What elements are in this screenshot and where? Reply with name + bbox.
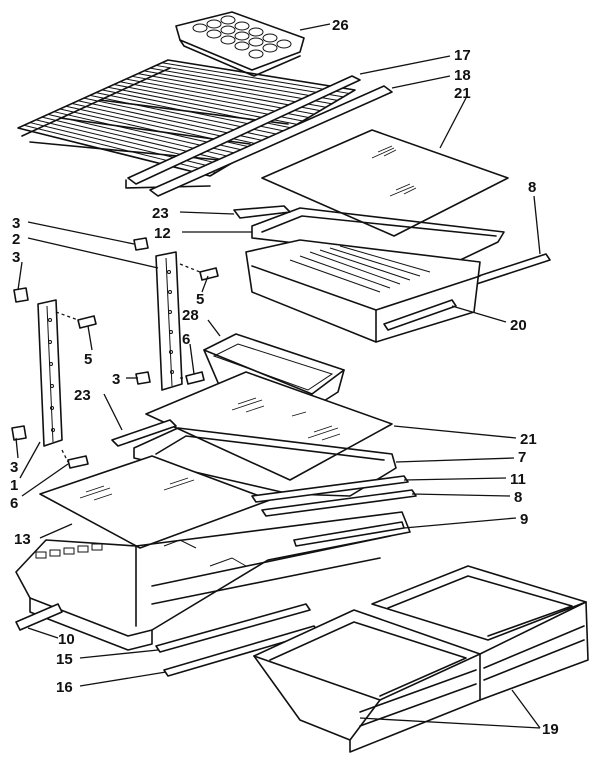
shelf-wire-rod — [161, 62, 350, 94]
callout-12: 12 — [154, 225, 171, 242]
callout-11: 11 — [510, 471, 526, 488]
callout-21-lower: 21 — [520, 431, 537, 448]
leader-lines — [15, 23, 541, 729]
shelf-wire-rod — [143, 70, 332, 105]
callout-5-lower: 5 — [84, 351, 92, 368]
glass-shelf-lower — [39, 455, 271, 549]
callout-17: 17 — [454, 47, 471, 64]
shelf-ladder-right — [155, 251, 183, 391]
callout-6-upper: 6 — [182, 331, 190, 348]
shelf-wire-rod — [17, 127, 211, 177]
ice-cube-tray — [175, 11, 305, 77]
shelf-wire-rod — [41, 116, 234, 163]
shelf-wire-rod — [149, 67, 338, 101]
callout-3-b: 3 — [12, 249, 20, 266]
callout-18: 18 — [454, 67, 471, 84]
callout-21-upper: 21 — [454, 85, 471, 102]
callout-2: 2 — [12, 231, 20, 248]
shelf-ladder-left — [37, 299, 63, 447]
fastener-set — [11, 237, 219, 469]
callout-10: 10 — [58, 631, 75, 648]
shelf-wire-rod — [167, 59, 356, 91]
callout-23-upper: 23 — [152, 205, 169, 222]
callout-8-upper: 8 — [528, 179, 536, 196]
lower-rails — [251, 475, 417, 547]
callout-3-a: 3 — [12, 215, 20, 232]
callout-1: 1 — [10, 477, 18, 494]
callout-19: 19 — [542, 721, 559, 738]
callout-7: 7 — [518, 449, 526, 466]
callout-3-d: 3 — [10, 459, 18, 476]
callout-15: 15 — [56, 651, 73, 668]
callout-labels: 26 17 18 21 8 23 12 3 2 3 5 28 20 5 6 3 … — [10, 17, 559, 738]
callout-3-c: 3 — [112, 371, 120, 388]
crisper-cover-frame — [15, 511, 411, 651]
callout-20: 20 — [510, 317, 527, 334]
shelf-rails — [127, 75, 393, 197]
shelf-wire-rod — [29, 122, 222, 170]
callout-13: 13 — [14, 531, 31, 548]
callout-28: 28 — [182, 307, 199, 324]
callout-26: 26 — [332, 17, 349, 34]
callout-23-lower: 23 — [74, 387, 91, 404]
callout-16: 16 — [56, 679, 73, 696]
callout-5-upper: 5 — [196, 291, 204, 308]
crisper-drawer-upper — [245, 239, 481, 343]
shelf-wire-rod — [53, 111, 245, 156]
glass-shelf-middle — [145, 371, 393, 481]
glass-shelf-upper — [261, 129, 509, 237]
callout-8-lower: 8 — [514, 489, 522, 506]
callout-6-lower: 6 — [10, 495, 18, 512]
crisper-drawers-lower — [253, 565, 589, 753]
shelf-wire-rod — [155, 64, 344, 98]
shelf-wire-rod — [23, 124, 216, 174]
callout-9: 9 — [520, 511, 528, 528]
